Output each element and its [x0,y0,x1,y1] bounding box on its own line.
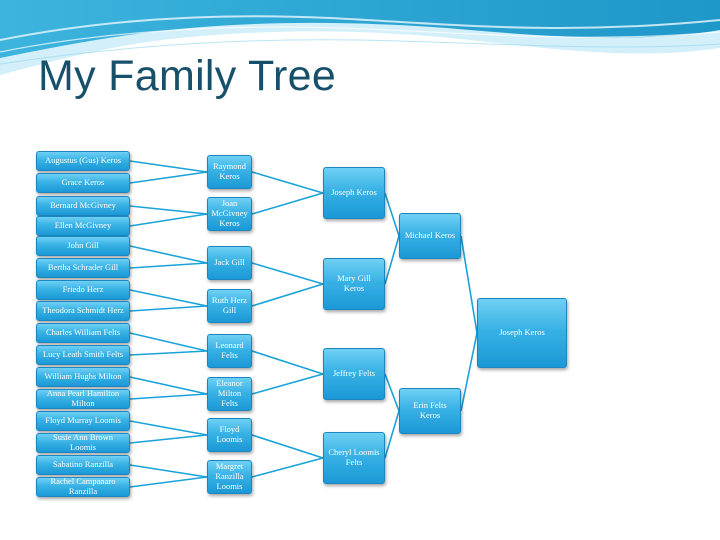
connector-line [251,283,324,307]
connector-line [129,434,208,444]
great-grandparent-box: Charles William Felts [36,323,130,343]
connector-line [129,332,208,352]
grandparent-box: Joan McGivney Keros [207,197,252,231]
great-grandparent-box: Bertha Schrader Gill [36,258,130,278]
great-grandparent-box-label: Ellen McGivney [54,220,112,231]
great-grandparent-box-label: Sabatino Ranzilla [52,459,114,470]
connector-line [129,464,208,478]
great-grandparent-box-label: Charles William Felts [45,327,121,338]
great-grandparent-box: Lucy Leath Smith Felts [36,345,130,365]
grandparent-box: Leonard Felts [207,334,252,368]
great-grandparent-box-label: Bernard McGivney [50,200,116,211]
connector-line [384,192,400,237]
connector-line [460,235,478,334]
grandparent-box: Jack Gill [207,246,252,280]
grandparent-box-label: Joan McGivney Keros [211,198,248,228]
connector-line [460,332,478,412]
grandparent-box-label: Leonard Felts [215,340,244,360]
connector-line [251,350,324,375]
connector-line [384,410,400,459]
parent-box: Joseph Keros [323,167,385,219]
great-grandparent-box-label: Susie Ann Brown Loomis [53,433,113,452]
connector-line [129,420,208,436]
grandparent-box-label: Margret Ranzilla Loomis [215,461,244,491]
connector-line [129,476,208,488]
connector-line [129,160,208,173]
parent-box: Cheryl Loomis Felts [323,432,385,484]
parent-box-label: Joseph Keros [331,187,377,198]
connector-line [251,262,324,285]
couple-box: Michael Keros [399,213,461,259]
great-grandparent-box: Anna Pearl Hamilton Milton [36,389,130,409]
grandparent-box: Eleanor Milton Felts [207,377,252,411]
connector-line [384,373,400,412]
couple-box: Erin Felts Keros [399,388,461,434]
connector-line [129,213,208,227]
connector-line [251,192,324,215]
connector-line [129,350,208,356]
grandparent-box-label: Eleanor Milton Felts [216,378,243,408]
great-grandparent-box-label: Theodora Schmidt Herz [42,305,124,316]
parent-box-label: Mary Gill Keros [337,273,371,293]
great-grandparent-box: Ellen McGivney [36,216,130,236]
great-grandparent-box-label: Friedo Herz [62,284,104,295]
connector-line [251,171,324,194]
connector-line [129,245,208,264]
parent-box-label: Jeffrey Felts [332,368,376,379]
parent-box: Mary Gill Keros [323,258,385,310]
great-grandparent-box-label: Floyd Murray Loomis [45,415,121,426]
connector-line [129,171,208,184]
great-grandparent-box: Grace Keros [36,173,130,193]
connector-line [251,373,324,395]
great-grandparent-box-label: Anna Pearl Hamilton Milton [46,389,120,408]
connector-line [129,289,208,307]
connector-line [251,434,324,459]
great-grandparent-box: Sabatino Ranzilla [36,455,130,475]
slide-title: My Family Tree [38,52,337,100]
grandparent-box-label: Jack Gill [214,257,245,268]
great-grandparent-box: Theodora Schmidt Herz [36,301,130,321]
grandparent-box: Raymond Keros [207,155,252,189]
couple-box-label: Michael Keros [404,230,456,241]
grandparent-box: Ruth Herz Gill [207,289,252,323]
root-person-box-label: Joseph Keros [499,327,545,338]
great-grandparent-box-label: Augustus (Gus) Keros [44,155,122,166]
connector-line [129,393,208,400]
connector-line [129,205,208,215]
parent-box-label: Cheryl Loomis Felts [328,447,380,467]
root-person-box: Joseph Keros [477,298,567,368]
grandparent-box: Margret Ranzilla Loomis [207,460,252,494]
great-grandparent-box-label: John Gill [67,240,99,251]
grandparent-box-label: Ruth Herz Gill [211,295,248,315]
great-grandparent-box: William Hughs Milton [36,367,130,387]
great-grandparent-box: Floyd Murray Loomis [36,411,130,431]
great-grandparent-box-label: Grace Keros [61,177,105,188]
connector-line [129,305,208,312]
great-grandparent-box-label: Rachel Campanaro Ranzilla [50,477,116,496]
grandparent-box-label: Floyd Loomis [216,424,243,444]
great-grandparent-box: John Gill [36,236,130,256]
grandparent-box: Floyd Loomis [207,418,252,452]
header-wave-decoration [0,0,720,75]
connector-line [129,376,208,395]
great-grandparent-box: Rachel Campanaro Ranzilla [36,477,130,497]
connector-line [384,235,400,285]
great-grandparent-box-label: William Hughs Milton [44,371,122,382]
couple-box-label: Erin Felts Keros [413,400,447,420]
grandparent-box-label: Raymond Keros [212,161,247,181]
great-grandparent-box-label: Bertha Schrader Gill [47,262,119,273]
great-grandparent-box: Friedo Herz [36,280,130,300]
connector-line [251,457,324,478]
great-grandparent-box: Bernard McGivney [36,196,130,216]
great-grandparent-box-label: Lucy Leath Smith Felts [42,349,124,360]
connector-line [129,262,208,269]
great-grandparent-box: Susie Ann Brown Loomis [36,433,130,453]
parent-box: Jeffrey Felts [323,348,385,400]
tree-connectors [129,160,478,488]
great-grandparent-box: Augustus (Gus) Keros [36,151,130,171]
